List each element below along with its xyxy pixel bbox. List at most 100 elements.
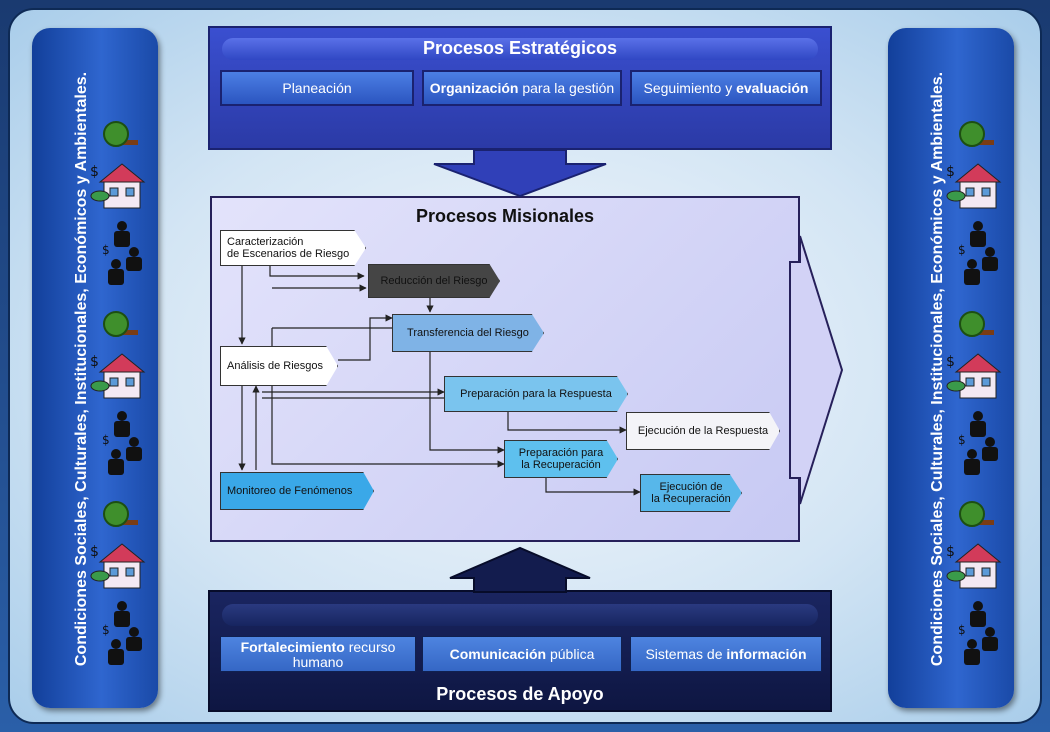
people-icon: $ [958, 411, 998, 475]
support-item-label: Sistemas de [645, 646, 727, 662]
icon-group: $$ [84, 118, 154, 308]
people-icon: $ [958, 221, 998, 285]
misional-title: Procesos Misionales [415, 206, 595, 226]
strategic-item-label: Planeación [282, 80, 352, 96]
people-icon: $ [102, 411, 142, 475]
node-label: Reducción del Riesgo [380, 275, 488, 287]
strategic-title-band [222, 38, 818, 60]
node-preparacion-respuesta: Preparación para la Respuesta [444, 376, 628, 412]
svg-text:$: $ [90, 164, 99, 180]
house-icon: $ [946, 542, 1002, 597]
strategic-item-label: Seguimiento y [643, 80, 737, 96]
strategic-item-planeacion: Planeación [220, 70, 414, 106]
people-icon: $ [958, 218, 1002, 293]
strategic-processes-panel: Procesos Estratégicos Planeación Organiz… [208, 26, 832, 150]
house-icon: $ [90, 543, 146, 589]
people-icon: $ [102, 221, 142, 285]
people-icon: $ [102, 218, 146, 293]
strategic-item-bold: Organización [429, 80, 519, 96]
node-preparacion-recuperacion: Preparación para la Recuperación [504, 440, 618, 478]
people-icon: $ [958, 408, 1002, 483]
node-analisis: Análisis de Riesgos [220, 346, 338, 386]
tree-icon [103, 501, 138, 527]
people-icon: $ [958, 601, 998, 665]
support-item-fortalecimiento: Fortalecimiento recurso humano [220, 636, 416, 672]
house-icon: $ [90, 542, 146, 597]
house-icon: $ [90, 353, 146, 399]
node-transferencia: Transferencia del Riesgo [392, 314, 544, 352]
svg-text:$: $ [90, 544, 99, 560]
node-label: Ejecución de [659, 481, 723, 493]
node-label: la Recuperación [651, 493, 731, 505]
tree-icon [103, 311, 138, 337]
house-icon: $ [946, 162, 1002, 217]
node-reduccion: Reducción del Riesgo [368, 264, 500, 298]
house-icon: $ [946, 543, 1002, 589]
svg-text:$: $ [958, 433, 966, 447]
support-item-bold: información [726, 646, 807, 662]
svg-text:$: $ [958, 243, 966, 257]
node-label: Preparación para la Respuesta [460, 388, 612, 400]
support-title: Procesos de Apoyo [436, 684, 604, 704]
support-item-label: recurso [344, 639, 396, 655]
tree-icon [102, 308, 142, 353]
icon-group: $$ [84, 308, 154, 498]
strategic-item-bold: evaluación [736, 80, 809, 96]
support-item-comunicacion: Comunicación pública [422, 636, 622, 672]
support-item-bold: Fortalecimiento [240, 639, 345, 655]
support-band [222, 604, 818, 626]
svg-text:$: $ [90, 354, 99, 370]
house-icon: $ [90, 162, 146, 217]
support-item-sistemas: Sistemas de información [630, 636, 822, 672]
icon-group: $$ [940, 498, 1010, 688]
house-icon: $ [946, 353, 1002, 399]
strategic-item-seguimiento: Seguimiento y evaluación [630, 70, 822, 106]
svg-text:$: $ [946, 544, 955, 560]
tree-icon [959, 501, 994, 527]
node-ejecucion-respuesta: Ejecución de la Respuesta [626, 412, 780, 450]
icon-group: $$ [84, 498, 154, 688]
left-conditions-panel: Condiciones Sociales, Culturales, Instit… [32, 28, 158, 708]
people-icon: $ [958, 598, 1002, 673]
tree-icon [959, 311, 994, 337]
tree-icon [958, 498, 998, 543]
house-icon: $ [946, 352, 1002, 407]
support-item-bold: Comunicación [449, 646, 547, 662]
support-item-label: pública [546, 646, 595, 662]
right-icon-column: $$$$$$ [940, 118, 1010, 688]
icon-group: $$ [940, 308, 1010, 498]
house-icon: $ [90, 163, 146, 209]
tree-icon [102, 498, 142, 543]
svg-text:$: $ [958, 623, 966, 637]
node-label: de Escenarios de Riesgo [227, 248, 350, 260]
node-label: Transferencia del Riesgo [407, 327, 529, 339]
house-icon: $ [946, 163, 1002, 209]
tree-icon [103, 121, 138, 147]
strategic-item-organizacion: Organización para la gestión [422, 70, 622, 106]
tree-icon [958, 308, 998, 353]
left-icon-column: $$$$$$ [84, 118, 154, 688]
node-label: la Recuperación [521, 459, 601, 471]
support-processes-panel: Fortalecimiento recurso humano Comunicac… [208, 590, 832, 712]
house-icon: $ [90, 352, 146, 407]
svg-text:$: $ [102, 433, 110, 447]
right-conditions-panel: Condiciones Sociales, Culturales, Instit… [888, 28, 1014, 708]
people-icon: $ [102, 408, 146, 483]
node-label: Monitoreo de Fenómenos [227, 485, 353, 497]
svg-text:$: $ [102, 243, 110, 257]
people-icon: $ [102, 598, 146, 673]
support-item-label-line2: humano [292, 654, 344, 670]
tree-icon [958, 118, 998, 163]
svg-text:$: $ [102, 623, 110, 637]
node-label: Caracterización [227, 236, 304, 248]
svg-text:$: $ [946, 164, 955, 180]
tree-icon [102, 118, 142, 163]
icon-group: $$ [940, 118, 1010, 308]
node-label: Análisis de Riesgos [227, 360, 323, 372]
node-caracterizacion: Caracterización de Escenarios de Riesgo [220, 230, 366, 266]
strategic-title: Procesos Estratégicos [422, 38, 618, 58]
svg-text:$: $ [946, 354, 955, 370]
node-ejecucion-recuperacion: Ejecución de la Recuperación [640, 474, 742, 512]
node-monitoreo: Monitoreo de Fenómenos [220, 472, 374, 510]
